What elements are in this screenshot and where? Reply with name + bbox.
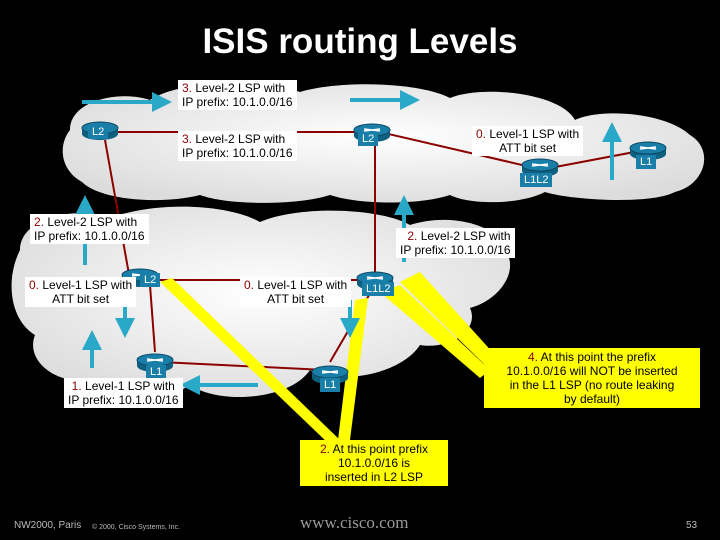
router-label: L1L2: [362, 282, 395, 296]
footer-event: NW2000, Paris: [14, 520, 82, 531]
footer-copyright: © 2000, Cisco Systems, Inc.: [92, 524, 181, 531]
callout-note: 2. At this point prefix 10.1.0.0/16 is i…: [300, 440, 448, 486]
lsp-label: 0. Level-1 LSP with ATT bit set: [472, 126, 584, 156]
footer-brand: www.cisco.com: [300, 513, 409, 532]
router-label: L1: [146, 365, 167, 379]
link-left-top: [104, 139, 131, 281]
lsp-label: 0. Level-1 LSP with ATT bit set: [25, 277, 137, 307]
router-label: L2: [88, 125, 109, 139]
link-bottom: [159, 361, 326, 371]
slide-title: ISIS routing Levels: [202, 22, 518, 61]
router-label: L1: [636, 155, 657, 169]
lsp-label: 3. Level-2 LSP with IP prefix: 10.1.0.0/…: [178, 131, 297, 161]
page-number: 53: [686, 520, 698, 531]
lsp-label: 2. Level-2 LSP with IP prefix: 10.1.0.0/…: [396, 228, 515, 258]
router-label: L1: [320, 378, 341, 392]
router-icon: [629, 141, 667, 160]
pointer-note4: [400, 272, 495, 365]
callout-note: 4. At this point the prefix 10.1.0.0/16 …: [484, 348, 700, 408]
pointer-note2-b: [338, 298, 368, 440]
router-label: L2: [358, 132, 379, 146]
link-left-bottom: [149, 284, 156, 353]
link-l1l2-l1: [549, 149, 646, 169]
router-label: L1L2: [520, 173, 553, 187]
lsp-label: 3. Level-2 LSP with IP prefix: 10.1.0.0/…: [178, 80, 297, 110]
pointer-note2: [160, 278, 340, 445]
pointer-note4-b: [380, 285, 490, 378]
lsp-label: 2. Level-2 LSP with IP prefix: 10.1.0.0/…: [30, 214, 149, 244]
router-label: L2: [140, 273, 161, 287]
lsp-label: 0. Level-1 LSP with ATT bit set: [240, 277, 352, 307]
lsp-label: 1. Level-1 LSP with IP prefix: 10.1.0.0/…: [64, 378, 183, 408]
link-top-mid-l1l2: [379, 131, 536, 169]
